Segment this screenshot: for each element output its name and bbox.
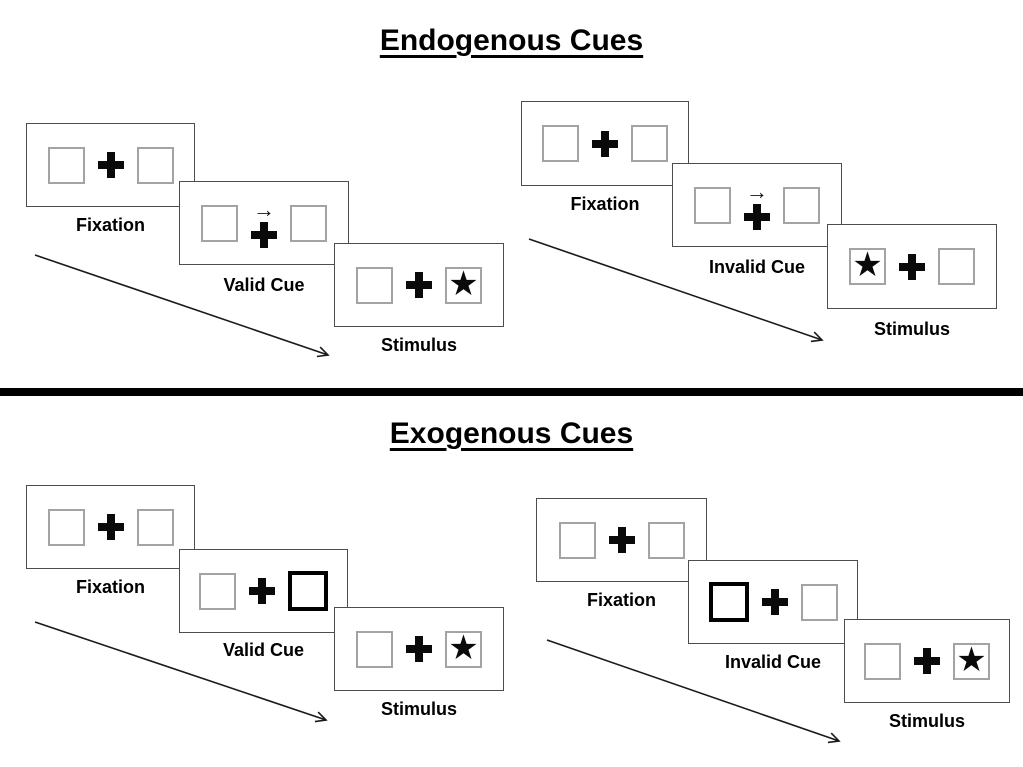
target-star-icon: ★	[448, 628, 479, 667]
left-location-box	[47, 146, 85, 184]
fixation-cross-group	[404, 272, 434, 298]
left-location-box	[201, 204, 238, 242]
cue-highlight-box	[708, 582, 749, 622]
panel-label-valid-cue: Valid Cue	[223, 275, 305, 295]
target-box: ★	[953, 640, 990, 680]
right-location-box	[783, 186, 820, 224]
cue-highlight-box	[288, 571, 328, 611]
panel-exogenous-valid-cue	[179, 549, 348, 633]
fixation-cross-icon	[899, 253, 925, 280]
left-location-box	[356, 630, 393, 668]
fixation-cross-group	[912, 648, 942, 674]
target-star-icon: ★	[852, 246, 883, 284]
time-arrow-exogenous-valid	[34, 621, 328, 723]
fixation-cross-group	[590, 130, 620, 157]
fixation-cross-group	[404, 636, 434, 662]
fixation-cross-icon	[592, 130, 618, 157]
fixation-cross-group: →	[742, 178, 772, 230]
fixation-cross-icon	[97, 152, 124, 178]
right-location-box	[800, 583, 838, 621]
cue-arrow-right-icon: →	[746, 178, 768, 204]
fixation-cross-icon	[914, 648, 940, 674]
panel-endogenous-valid-stimulus: ★	[334, 243, 504, 327]
target-box: ★	[445, 628, 482, 668]
panel-label-fixation: Fixation	[570, 194, 640, 214]
right-location-box	[290, 204, 327, 242]
panel-exogenous-valid-fixation	[26, 485, 195, 569]
cue-arrow-right-icon: →	[253, 196, 275, 222]
fixation-cross-icon	[744, 203, 770, 230]
left-location-box	[542, 125, 579, 162]
target-star-icon: ★	[448, 264, 479, 303]
left-location-box	[558, 521, 596, 559]
panel-label-fixation: Fixation	[586, 590, 656, 610]
fixation-cross-icon	[406, 272, 432, 298]
panel-exogenous-invalid-cue	[688, 560, 858, 644]
panel-exogenous-invalid-fixation	[536, 498, 707, 582]
panel-endogenous-invalid-fixation	[521, 101, 689, 186]
fixation-cross-group	[247, 578, 277, 604]
panel-label-fixation: Fixation	[75, 215, 145, 235]
panel-label-invalid-cue: Invalid Cue	[724, 652, 822, 672]
section-title-endogenous: Endogenous Cues	[379, 24, 644, 57]
left-location-box	[47, 508, 85, 546]
panel-label-stimulus: Stimulus	[873, 319, 950, 339]
left-location-box	[199, 572, 236, 610]
fixation-cross-group: →	[249, 196, 279, 248]
fixation-cross-group	[897, 253, 927, 280]
fixation-cross-group	[96, 152, 126, 178]
fixation-cross-icon	[406, 636, 432, 662]
target-star-icon: ★	[956, 640, 987, 679]
panel-exogenous-invalid-stimulus: ★	[844, 619, 1010, 703]
panel-endogenous-invalid-stimulus: ★	[827, 224, 997, 309]
left-location-box	[356, 266, 393, 304]
right-location-box	[631, 125, 668, 162]
fixation-cross-group	[96, 514, 126, 540]
fixation-cross-group	[760, 589, 790, 615]
panel-label-stimulus: Stimulus	[888, 711, 965, 731]
panel-endogenous-valid-cue: →	[179, 181, 349, 265]
panel-label-fixation: Fixation	[75, 577, 145, 597]
right-location-box	[136, 508, 174, 546]
time-arrow-endogenous-invalid	[528, 238, 824, 343]
right-location-box	[938, 248, 975, 285]
fixation-cross-icon	[761, 589, 788, 615]
left-location-box	[694, 186, 731, 224]
target-box: ★	[849, 248, 886, 285]
section-title-exogenous: Exogenous Cues	[389, 417, 634, 450]
panel-label-valid-cue: Valid Cue	[222, 640, 305, 660]
fixation-cross-icon	[97, 514, 124, 540]
panel-label-stimulus: Stimulus	[380, 699, 457, 719]
section-divider	[0, 388, 1023, 396]
panel-exogenous-valid-stimulus: ★	[334, 607, 504, 691]
fixation-cross-icon	[608, 527, 635, 553]
right-location-box	[647, 521, 685, 559]
fixation-cross-icon	[249, 578, 275, 604]
right-location-box	[136, 146, 174, 184]
panel-label-stimulus: Stimulus	[380, 335, 457, 355]
fixation-cross-icon	[251, 221, 277, 248]
panel-endogenous-valid-fixation	[26, 123, 195, 207]
fixation-cross-group	[607, 527, 637, 553]
panel-endogenous-invalid-cue: →	[672, 163, 842, 247]
panel-label-invalid-cue: Invalid Cue	[708, 257, 806, 277]
left-location-box	[864, 642, 901, 680]
time-arrow-endogenous-valid	[34, 254, 330, 358]
target-box: ★	[445, 264, 482, 304]
